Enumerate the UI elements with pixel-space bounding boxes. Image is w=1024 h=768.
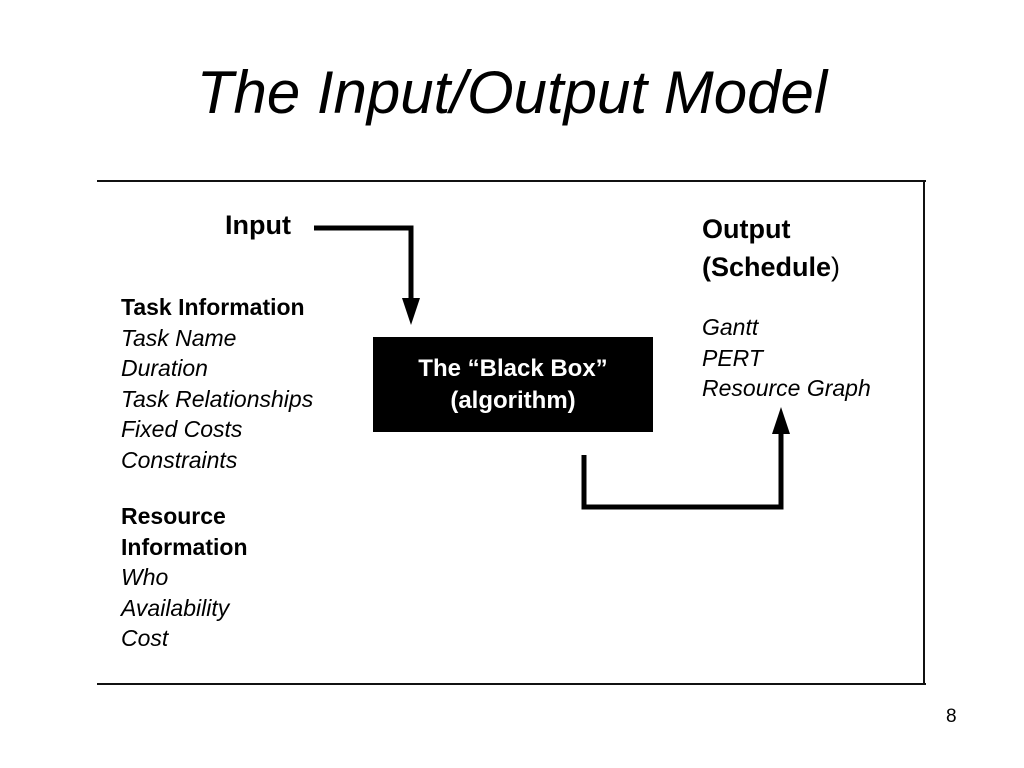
task-information-heading: Task Information [121,294,305,320]
black-box-subtitle: (algorithm) [450,386,576,414]
input-label: Input [225,210,291,240]
resource-information-item: Cost [121,625,169,651]
output-schedule-line: (Schedule) [702,248,840,286]
output-item: PERT [702,344,763,371]
black-box-title: The “Black Box” [418,354,608,382]
output-arrow-head [772,407,790,434]
output-arrow [581,407,790,510]
diagram-frame-right-border [923,180,925,685]
task-information-item: Task Name [121,324,237,351]
task-information-item: Constraints [121,446,238,473]
input-arrow-head [402,298,420,325]
diagram-frame-bottom-border [97,683,926,685]
task-information-item: Duration [121,355,208,381]
resource-information-list: Resource Information Who Availability Co… [121,501,248,654]
output-label: Output (Schedule) [702,210,840,286]
output-schedule-paren: ) [831,252,841,282]
output-heading: Output [702,214,791,244]
resource-information-item: Who [121,564,169,590]
page-number: 8 [946,706,957,727]
input-arrow-line [314,225,414,300]
task-information-list: Task Information Task Name Duration Task… [121,292,313,475]
resource-information-heading: Resource [121,503,226,529]
black-box-algorithm: The “Black Box” (algorithm) [373,337,653,432]
input-arrow [314,225,420,325]
diagram-frame-top-border [97,180,926,182]
resource-information-heading: Information [121,533,248,560]
output-schedule-text: (Schedule [702,252,832,282]
slide-title: The Input/Output Model [196,59,828,126]
task-information-item: Task Relationships [121,385,314,412]
output-list: Gantt PERT Resource Graph [702,312,871,404]
output-arrow-line [581,432,784,510]
output-item: Resource Graph [702,375,871,401]
resource-information-item: Availability [121,594,230,621]
task-information-item: Fixed Costs [121,416,243,442]
output-item: Gantt [702,314,759,340]
